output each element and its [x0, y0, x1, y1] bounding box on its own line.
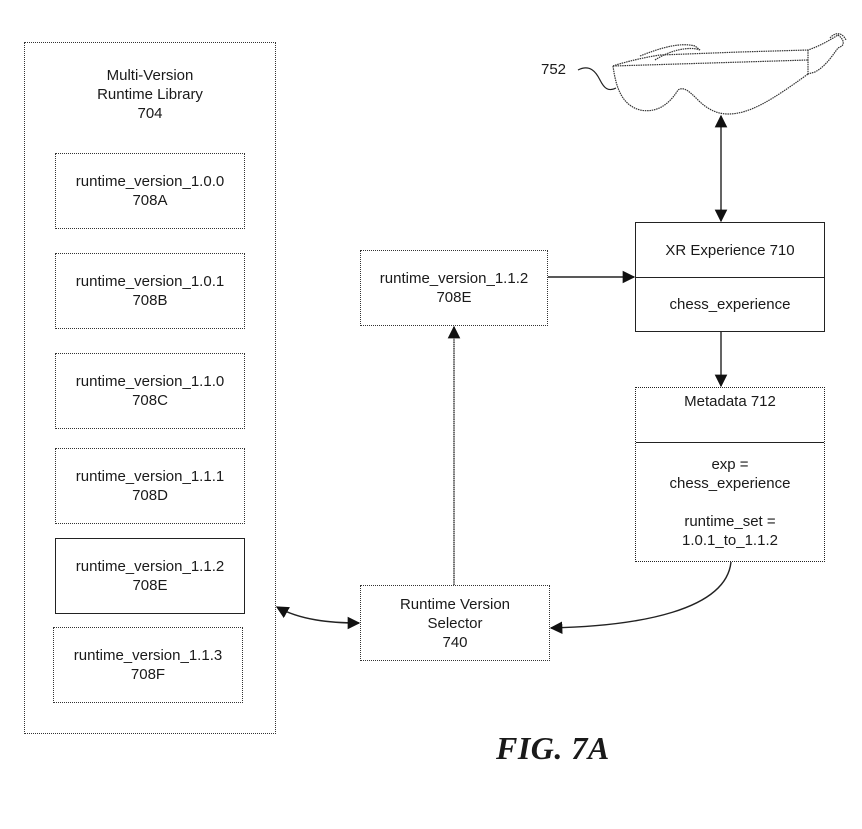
metadata-runtime-set-value: 1.0.1_to_1.1.2 — [682, 532, 778, 549]
runtime-version-ref: 708A — [132, 192, 168, 209]
runtime-version-ref: 708B — [132, 292, 168, 309]
runtime-library-title-line: Multi-Version — [106, 67, 194, 84]
runtime-version-name: runtime_version_1.0.1 — [75, 273, 225, 290]
runtime-version-box-708f: runtime_version_1.1.3 708F — [53, 627, 243, 703]
metadata-exp-value: chess_experience — [669, 475, 791, 492]
runtime-version-box-708a: runtime_version_1.0.0 708A — [55, 153, 245, 229]
figure-label: FIG. 7A — [496, 730, 610, 766]
xr-experience-box: XR Experience 710 chess_experience — [635, 222, 825, 332]
runtime-version-ref: 708F — [130, 666, 166, 683]
xr-headset-icon — [612, 33, 847, 115]
runtime-library-container — [24, 42, 276, 734]
runtime-version-ref: 708C — [132, 392, 168, 409]
runtime-version-name: runtime_version_1.1.1 — [75, 468, 225, 485]
runtime-version-ref: 708D — [132, 487, 168, 504]
metadata-title: Metadata 712 — [684, 393, 776, 410]
metadata-box: Metadata 712 exp = chess_experience runt… — [635, 387, 825, 562]
metadata-exp-label: exp = — [711, 456, 749, 473]
runtime-library-title-line: Runtime Library — [97, 86, 203, 103]
runtime-library-ref: 704 — [137, 105, 163, 122]
runtime-version-name: runtime_version_1.0.0 — [75, 173, 225, 190]
selected-runtime-box: runtime_version_1.1.2 708E — [360, 250, 548, 326]
selector-ref: 740 — [442, 633, 468, 651]
selected-runtime-name: runtime_version_1.1.2 — [379, 270, 529, 287]
metadata-title-section: Metadata 712 — [636, 392, 824, 416]
runtime-version-box-708e: runtime_version_1.1.2 708E — [55, 538, 245, 614]
runtime-version-box-708d: runtime_version_1.1.1 708D — [55, 448, 245, 524]
selector-line: Selector — [427, 614, 483, 632]
metadata-runtime-set-label: runtime_set = — [684, 513, 776, 530]
runtime-version-name: runtime_version_1.1.2 — [75, 558, 225, 575]
runtime-version-name: runtime_version_1.1.3 — [73, 647, 223, 664]
xr-experience-divider — [636, 277, 824, 278]
metadata-to-selector-arrow — [549, 561, 732, 635]
runtime-version-box-708c: runtime_version_1.1.0 708C — [55, 353, 245, 429]
selector-line: Runtime Version — [399, 595, 511, 613]
selected-runtime-ref: 708E — [436, 289, 472, 306]
xr-experience-title-section: XR Experience 710 — [636, 223, 824, 277]
metadata-divider — [636, 442, 824, 443]
runtime-version-ref: 708E — [132, 577, 168, 594]
headset-ref-label: 752 — [541, 61, 567, 78]
runtime-library-title: Multi-Version Runtime Library 704 — [24, 66, 276, 123]
metadata-body: exp = chess_experience runtime_set = 1.0… — [636, 444, 824, 561]
headset-leader-line — [577, 67, 617, 91]
runtime-version-box-708b: runtime_version_1.0.1 708B — [55, 253, 245, 329]
runtime-version-name: runtime_version_1.1.0 — [75, 373, 225, 390]
xr-experience-value-section: chess_experience — [636, 278, 824, 331]
xr-experience-title: XR Experience 710 — [665, 241, 795, 259]
runtime-version-selector-box: Runtime Version Selector 740 — [360, 585, 550, 661]
xr-experience-value: chess_experience — [669, 296, 791, 313]
library-selector-arrow — [275, 606, 361, 630]
